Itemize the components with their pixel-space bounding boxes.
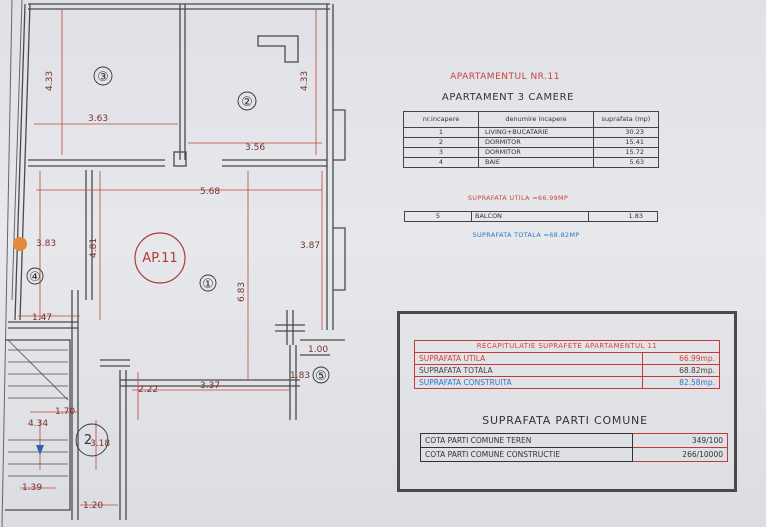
dim-label: 4.33	[300, 71, 310, 91]
room-5-marker	[312, 366, 330, 384]
room-stair-marker	[75, 423, 109, 457]
util-area-line: SUPRAFATA UTILA =66.99MP	[467, 194, 569, 202]
walls	[5, 3, 346, 520]
table-row: SUPRAFATA CONSTRUITA 82.58mp.	[414, 376, 720, 389]
recap-frame	[397, 311, 737, 492]
parti-label: COTA PARTI COMUNE CONSTRUCTIE	[420, 447, 633, 462]
dim-label: 1.00	[308, 345, 328, 355]
room-number: ⑤	[315, 369, 327, 384]
balcony-name-cell: BALCON	[471, 211, 589, 222]
dim-label: 4.81	[89, 238, 99, 258]
table-header-row: nr.incapere denumire incapere suprafata …	[403, 111, 659, 128]
apartment-title: APARTAMENTUL NR.11	[450, 72, 560, 82]
parti-label: COTA PARTI COMUNE TEREN	[420, 433, 633, 448]
table-row: 4 BAIE 5.63	[403, 157, 659, 168]
dim-label: 4.34	[28, 419, 48, 429]
recap-table: RECAPITULATIE SUPRAFETE APARTAMENTUL 11 …	[414, 340, 720, 389]
room-name-cell: DORMITOR	[478, 137, 594, 148]
apartment-label: AP.11	[142, 251, 177, 266]
room-name-cell: BAIE	[478, 157, 594, 168]
room-area-cell: 15.41	[593, 137, 659, 148]
room-name-cell: DORMITOR	[478, 147, 594, 158]
column-header: denumire incapere	[478, 111, 594, 128]
dim-label: 3.83	[36, 239, 56, 249]
room-number: ①	[202, 277, 214, 292]
table-row: SUPRAFATA TOTALA 68.82mp.	[414, 364, 720, 377]
dim-label: 3.37	[200, 381, 220, 391]
room-number: ②	[241, 95, 253, 110]
table-row: 1 LIVING+BUCATARIE 30.23	[403, 127, 659, 138]
dim-label: 2.22	[138, 385, 158, 395]
room-nr-cell: 4	[403, 157, 479, 168]
recap-value: 66.99mp.	[642, 352, 720, 365]
stair-arrow-icon	[36, 445, 44, 455]
recap-value: 82.58mp.	[642, 376, 720, 389]
column-header: nr.incapere	[403, 111, 479, 128]
dimension-lines	[18, 10, 323, 506]
table-row: 5 BALCON 1.83	[404, 211, 658, 222]
table-row: COTA PARTI COMUNE TEREN 349/100	[420, 433, 728, 448]
apartment-subtitle: APARTAMENT 3 CAMERE	[441, 92, 575, 103]
room-name-cell: LIVING+BUCATARIE	[478, 127, 594, 138]
room-number: ④	[29, 270, 41, 285]
dim-label: 1.20	[83, 501, 103, 511]
apartment-label-circle	[134, 232, 186, 284]
room-area-cell: 30.23	[593, 127, 659, 138]
table-row: SUPRAFATA UTILA 66.99mp.	[414, 352, 720, 365]
room-area-cell: 5.63	[593, 157, 659, 168]
dim-label: 3.63	[88, 114, 108, 124]
total-area-line: SUPRAFATA TOTALA =68.82MP	[472, 231, 580, 239]
recap-label: SUPRAFATA TOTALA	[414, 364, 643, 377]
table-row: 3 DORMITOR 15.72	[403, 147, 659, 158]
recap-value: 68.82mp.	[642, 364, 720, 377]
room-2-marker	[237, 91, 257, 111]
orange-marker-dot	[13, 237, 27, 251]
room-nr-cell: 3	[403, 147, 479, 158]
room-area-cell: 15.72	[593, 147, 659, 158]
recap-header: RECAPITULATIE SUPRAFETE APARTAMENTUL 11	[414, 340, 720, 353]
recap-label: SUPRAFATA UTILA	[414, 352, 643, 365]
table-row: 2 DORMITOR 15.41	[403, 137, 659, 148]
parti-comune-table: COTA PARTI COMUNE TEREN 349/100 COTA PAR…	[420, 433, 728, 462]
room-3-marker	[93, 66, 113, 86]
dim-label: 1.39	[22, 483, 42, 493]
balcony-nr-cell: 5	[404, 211, 472, 222]
dim-label: 1.70	[55, 407, 75, 417]
parti-value: 349/100	[632, 433, 728, 448]
balcony-area-cell: 1.83	[588, 211, 658, 222]
table-row: COTA PARTI COMUNE CONSTRUCTIE 266/10000	[420, 447, 728, 462]
dim-label: 5.68	[200, 187, 220, 197]
dim-label: 3.87	[300, 241, 320, 251]
balcony-table: 5 BALCON 1.83	[404, 211, 658, 222]
dim-label: 3.56	[245, 143, 265, 153]
room-number: ③	[97, 70, 109, 85]
room-4-marker	[26, 267, 44, 285]
recap-label: SUPRAFATA CONSTRUITA	[414, 376, 643, 389]
room-1-marker	[199, 274, 217, 292]
room-nr-cell: 1	[403, 127, 479, 138]
parti-value: 266/10000	[632, 447, 728, 462]
dim-label: 4.33	[45, 71, 55, 91]
dim-label: 1.47	[32, 313, 52, 323]
staircase	[7, 339, 69, 477]
recap-header-row: RECAPITULATIE SUPRAFETE APARTAMENTUL 11	[414, 340, 720, 353]
dim-label: 6.83	[237, 282, 247, 302]
parti-comune-title: SUPRAFATA PARTI COMUNE	[482, 414, 648, 427]
dim-label: 3.18	[90, 439, 110, 449]
dim-label: 1.83	[290, 371, 310, 381]
column-header: suprafata (mp)	[593, 111, 659, 128]
rooms-table: nr.incapere denumire incapere suprafata …	[403, 111, 659, 168]
room-number: 2	[84, 433, 92, 448]
room-nr-cell: 2	[403, 137, 479, 148]
